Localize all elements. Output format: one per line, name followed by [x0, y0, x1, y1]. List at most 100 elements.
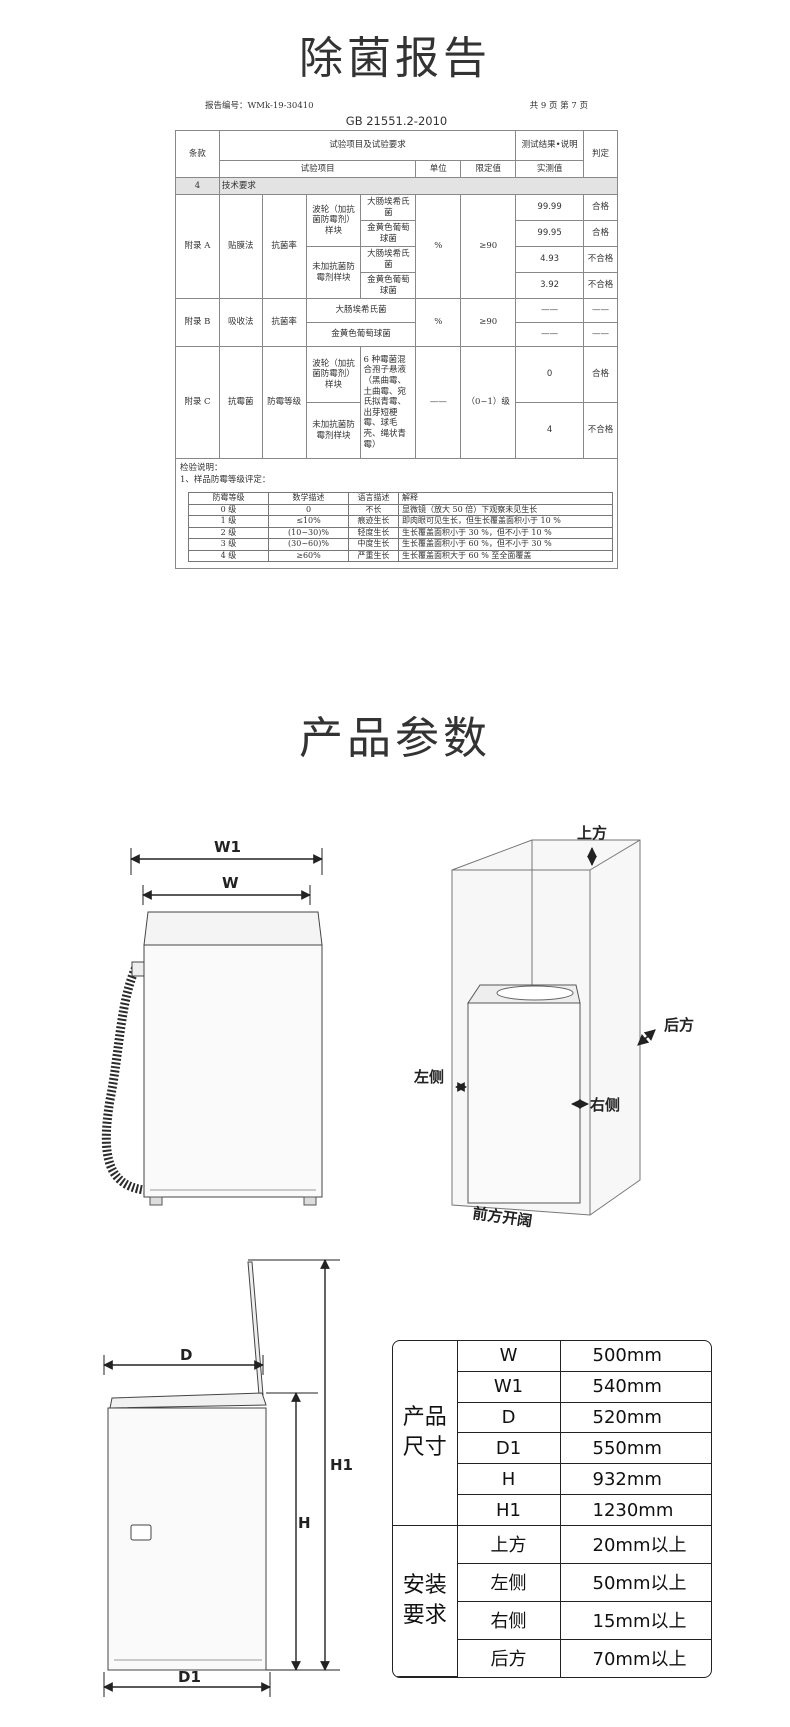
grade-cell: 1 级	[188, 515, 269, 528]
label-w: W	[222, 874, 239, 892]
appendix-c-judge-1: 合格	[583, 346, 618, 403]
clearance-view	[451, 839, 641, 1216]
spec-label: W1	[457, 1370, 561, 1403]
report-table: 条款 试验项目及试验要求 测试结果•说明 判定 试验项目 单位 限定值 实测值 …	[175, 130, 619, 459]
label-right: 右侧	[590, 1096, 620, 1114]
spec-label: 左侧	[457, 1562, 561, 1602]
header-result-note: 测试结果•说明	[515, 130, 584, 161]
grade-row: 0 级 0 不长 显微镜（放大 50 倍）下观察未见生长	[188, 503, 613, 516]
label-h: H	[298, 1514, 311, 1532]
spec-row: 后方 70mm以上	[393, 1638, 711, 1677]
spec-value: 20mm以上	[559, 1525, 711, 1564]
grade-cell: 不长	[348, 503, 399, 516]
appendix-c-value-2: 4	[515, 402, 584, 459]
report-standard: GB 21551.2-2010	[345, 114, 448, 128]
appendix-a-clause: 附录 A	[175, 194, 220, 299]
spec-value: 500mm	[559, 1341, 711, 1372]
appendix-c-limit: （0~1）级	[460, 346, 517, 459]
spec-label: 右侧	[457, 1600, 561, 1640]
appendix-a-staph-2: 金黄色葡萄球菌	[360, 272, 417, 299]
spec-row: 安装要求 上方 20mm以上	[393, 1525, 711, 1677]
label-back: 后方	[664, 1016, 694, 1034]
grade-row: 2 级 (10~30)% 轻度生长 生长覆盖面积小于 30 %，但不小于 10 …	[188, 526, 613, 539]
grade-header-row: 防霉等级 数学描述 语言描述 解释	[188, 492, 613, 505]
spec-label: 后方	[457, 1638, 561, 1677]
spec-group-dimensions: 产品尺寸	[393, 1341, 458, 1527]
grade-row: 4 级 ≥60% 严重生长 生长覆盖面积大于 60 % 至全面覆盖	[188, 549, 613, 562]
spec-label: H1	[457, 1494, 561, 1527]
label-d: D	[180, 1346, 192, 1364]
report-number: 报告编号：WMk-19-30410	[205, 101, 314, 111]
spec-row: 左侧 50mm以上	[393, 1562, 711, 1602]
spec-row: D 520mm	[393, 1401, 711, 1434]
sterilization-report: 报告编号：WMk-19-30410 共 9 页 第 7 页 GB 21551.2…	[175, 98, 619, 569]
spec-label: H	[457, 1463, 561, 1496]
appendix-b-dash-3: ——	[515, 322, 584, 347]
report-meta: 报告编号：WMk-19-30410 共 9 页 第 7 页	[175, 98, 618, 112]
appendix-a-method: 贴膜法	[218, 194, 263, 299]
header-clause: 条款	[175, 130, 220, 178]
params-section-title: 产品参数	[299, 713, 491, 764]
appendix-c-mix: 6 种霉菌混合孢子悬液（黑曲霉、土曲霉、宛氏拟青霉、出芽短梗霉、球毛壳、绳状青霉…	[360, 346, 417, 459]
appendix-a-rate: 抗菌率	[261, 194, 307, 299]
spec-group-installation: 安装要求	[393, 1525, 458, 1677]
spec-label: D1	[457, 1432, 561, 1465]
appendix-a-value-3: 4.93	[515, 246, 584, 273]
header-test-item-req: 试验项目及试验要求	[218, 130, 517, 161]
spec-label: 上方	[456, 1525, 561, 1564]
label-d1: D1	[178, 1668, 201, 1686]
grade-cell: 显微镜（放大 50 倍）下观察未见生长	[398, 503, 613, 516]
spec-value: 932mm	[559, 1463, 711, 1496]
spec-label: W	[456, 1341, 561, 1372]
report-notes: 检验说明： 1、样品防霉等级评定： 防霉等级 数学描述 语言描述 解释 0 级 …	[175, 459, 618, 569]
appendix-a-judge-2: 合格	[583, 220, 618, 247]
appendix-c-sample2: 未加抗菌防霉剂样块	[305, 402, 362, 459]
appendix-c-method: 抗霉菌	[218, 346, 263, 459]
grade-row: 3 级 (30~60)% 中度生长 生长覆盖面积小于 60 %，但不小于 30 …	[188, 538, 613, 551]
appendix-a-staph-1: 金黄色葡萄球菌	[360, 220, 417, 247]
spec-value: 15mm以上	[559, 1600, 711, 1640]
spec-table-box: 产品尺寸 W 500mm W1 540mm D 520mm D1 550mm H…	[392, 1340, 712, 1678]
appendix-a-judge-3: 不合格	[583, 246, 618, 273]
label-top: 上方	[577, 824, 607, 842]
spec-value: 540mm	[559, 1370, 711, 1403]
grade-cell: ≥60%	[268, 549, 349, 562]
spec-value: 50mm以上	[559, 1562, 711, 1602]
appendix-a-sample1: 波轮（加抗菌防霉剂）样块	[305, 194, 362, 247]
label-h1: H1	[330, 1456, 353, 1474]
report-section-title: 除菌报告	[299, 33, 491, 84]
appendix-c-sample1: 波轮（加抗菌防霉剂）样块	[305, 346, 362, 403]
appendix-a-ecoli-1: 大肠埃希氏菌	[360, 194, 417, 221]
spec-row: D1 550mm	[393, 1432, 711, 1465]
spec-table: 产品尺寸 W 500mm W1 540mm D 520mm D1 550mm H…	[393, 1341, 711, 1677]
spec-row: 产品尺寸 W 500mm	[393, 1341, 711, 1527]
notes-title: 检验说明：	[180, 463, 223, 473]
grade-cell: 生长覆盖面积小于 60 %，但不小于 30 %	[398, 538, 613, 551]
report-page-info: 共 9 页 第 7 页	[529, 101, 588, 111]
side-view-washer	[103, 1259, 340, 1697]
appendix-b-dash-1: ——	[515, 298, 584, 323]
appendix-b-clause: 附录 B	[175, 298, 220, 347]
front-view-washer	[101, 848, 323, 1206]
appendix-a-ecoli-2: 大肠埃希氏菌	[360, 246, 417, 273]
spec-value: 1230mm	[559, 1494, 711, 1527]
grade-cell: 即肉眼可见生长，但生长覆盖面积小于 10 %	[398, 515, 613, 528]
appendix-b-dash-2: ——	[583, 298, 618, 323]
grade-cell: 2 级	[188, 526, 269, 539]
spec-value: 550mm	[559, 1432, 711, 1465]
label-left: 左侧	[413, 1068, 444, 1086]
spec-value: 520mm	[559, 1401, 711, 1434]
label-w1: W1	[214, 838, 241, 856]
appendix-c-clause: 附录 C	[175, 346, 220, 459]
appendix-b-unit: %	[415, 298, 462, 347]
grade-cell: (10~30)%	[268, 526, 349, 539]
grade-row: 1 级 ≤10% 痕迹生长 即肉眼可见生长，但生长覆盖面积小于 10 %	[188, 515, 613, 528]
spec-label: D	[457, 1401, 561, 1434]
grade-cell: 生长覆盖面积大于 60 % 至全面覆盖	[398, 549, 613, 562]
notes-line-1: 1、样品防霉等级评定：	[180, 475, 271, 485]
appendix-c-value-1: 0	[515, 346, 584, 403]
appendix-a-limit: ≥90	[460, 194, 517, 299]
grade-cell: 生长覆盖面积小于 30 %，但不小于 10 %	[398, 526, 613, 539]
appendix-a-value-4: 3.92	[515, 272, 584, 299]
